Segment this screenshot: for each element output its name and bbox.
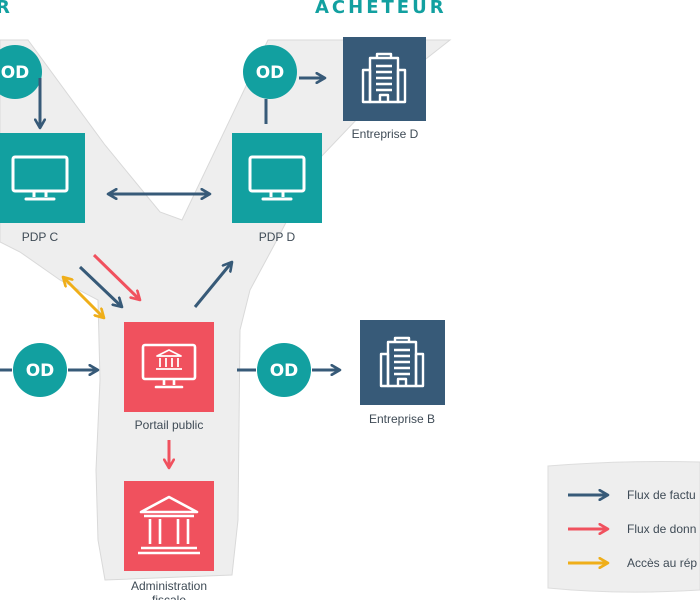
administration-fiscale-label-line2: fiscale bbox=[152, 593, 186, 600]
od-circle-buyer-top: OD bbox=[243, 45, 297, 99]
buyer-header: ACHETEUR bbox=[315, 0, 447, 18]
od-circle-buyer-b: OD bbox=[257, 343, 311, 397]
monitor-icon bbox=[248, 155, 306, 201]
portail-to-pdp-d-arrow bbox=[193, 262, 232, 308]
pdp-c-label: PDP C bbox=[22, 230, 59, 244]
od-circle-seller-top: OD bbox=[0, 45, 42, 99]
portail-public-node bbox=[124, 322, 214, 412]
pdp-c-node bbox=[0, 133, 85, 223]
entreprise-b-label: Entreprise B bbox=[369, 412, 435, 426]
legend-data-label: Flux de donn bbox=[627, 522, 696, 536]
od-label: OD bbox=[270, 361, 299, 381]
legend: Flux de factu Flux de donn Accès au rép bbox=[547, 461, 700, 593]
government-monitor-icon bbox=[141, 343, 197, 389]
legend-invoice-label: Flux de factu bbox=[627, 488, 696, 502]
bank-building-icon bbox=[138, 495, 200, 555]
administration-fiscale-label-line1: Administration bbox=[131, 579, 207, 593]
od-label: OD bbox=[256, 63, 285, 83]
monitor-icon bbox=[11, 155, 69, 201]
od-circle-seller-left: OD bbox=[13, 343, 67, 397]
od-label: OD bbox=[26, 361, 55, 381]
pdp-c-portail-directory-double-arrow bbox=[63, 277, 104, 318]
administration-fiscale-node bbox=[124, 481, 214, 571]
pdp-d-label: PDP D bbox=[259, 230, 296, 244]
entreprise-d-label: Entreprise D bbox=[352, 127, 419, 141]
legend-directory-label: Accès au rép bbox=[627, 556, 697, 570]
building-icon bbox=[379, 336, 425, 388]
portail-public-label: Portail public bbox=[135, 418, 204, 432]
pdp-d-node bbox=[232, 133, 322, 223]
seller-header-fragment: R bbox=[0, 0, 13, 18]
od-label: OD bbox=[1, 63, 30, 83]
building-icon bbox=[361, 52, 407, 104]
entreprise-d-node bbox=[343, 37, 426, 121]
pdp-c-to-portail-data-arrow bbox=[92, 253, 140, 300]
entreprise-b-node bbox=[360, 320, 445, 405]
